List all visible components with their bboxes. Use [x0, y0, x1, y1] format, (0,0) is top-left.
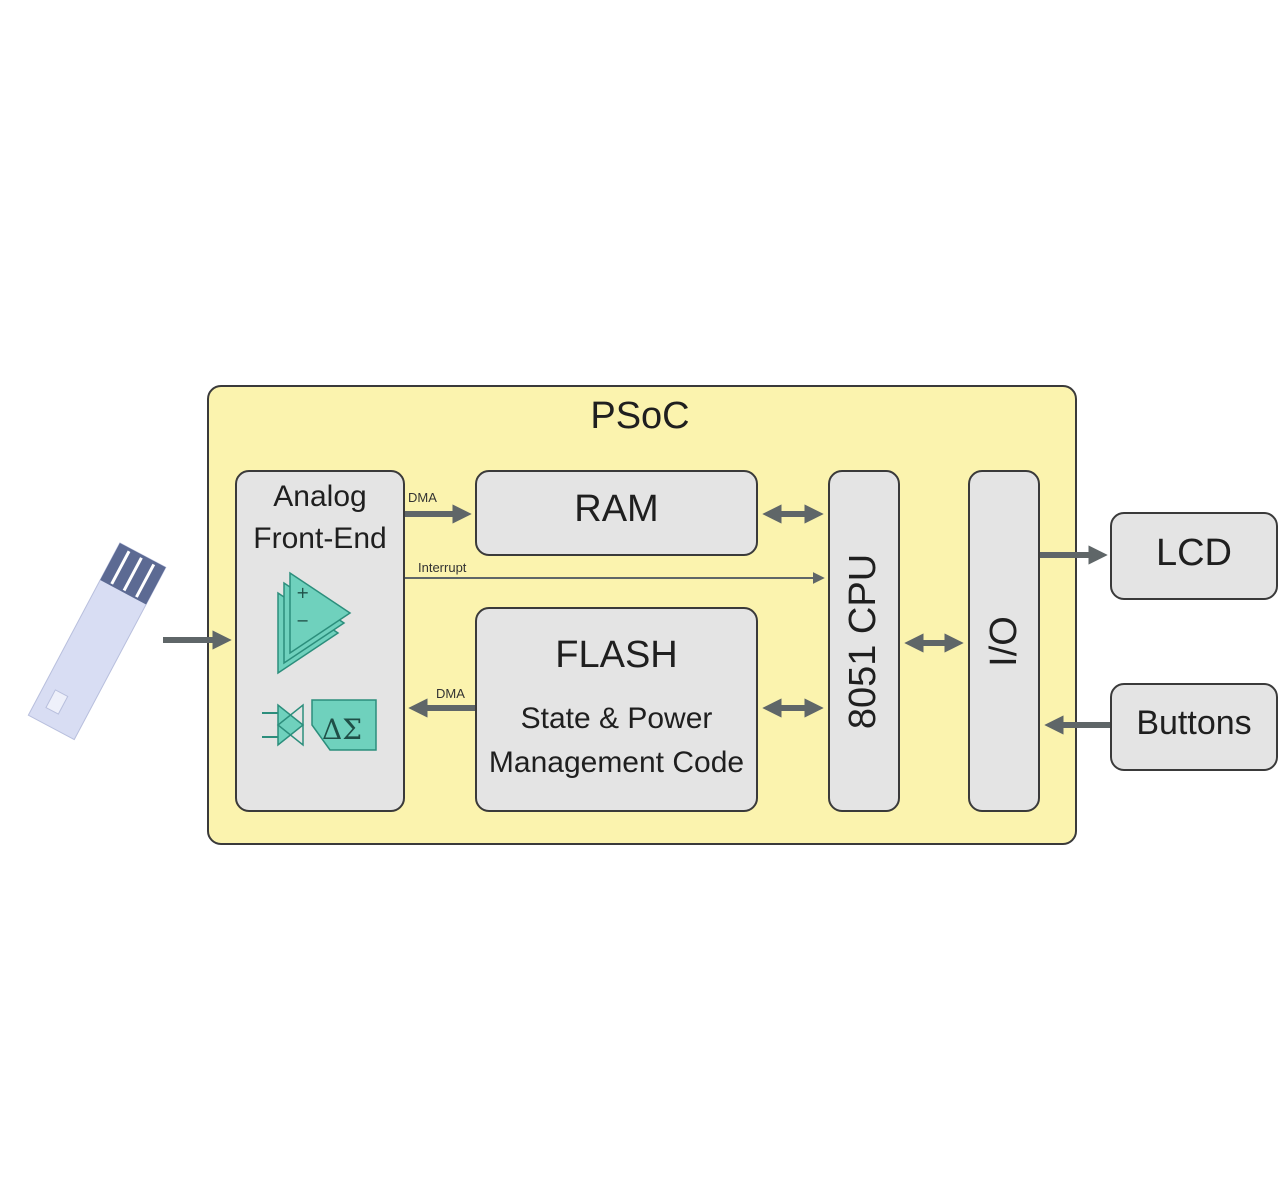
lcd-block [1110, 512, 1278, 600]
cpu-block [828, 470, 900, 812]
psoc-title: PSoC [590, 395, 690, 437]
afe-label-line1: Analog [273, 480, 367, 513]
sigma-delta-label: ΔΣ [322, 713, 362, 746]
buttons-block [1110, 683, 1278, 771]
flash-title: FLASH [555, 634, 678, 676]
flash-line1: State & Power [520, 702, 713, 735]
flash-line2: Management Code [488, 746, 745, 779]
opamp-plus-sign: + [296, 583, 309, 602]
ram-block [475, 470, 758, 556]
sigma-delta-adc-icon: ΔΣ [262, 699, 377, 751]
opamp-minus-sign: − [296, 611, 309, 630]
ram-label: RAM [574, 488, 659, 530]
flash-block [475, 607, 758, 812]
buttons-label: Buttons [1136, 704, 1252, 742]
dma-bottom-label: DMA [436, 686, 465, 701]
afe-label-line2: Front-End [253, 522, 387, 555]
dma-top-label: DMA [408, 490, 437, 505]
interrupt-label: Interrupt [418, 560, 467, 575]
test-strip-icon [27, 542, 167, 741]
lcd-label: LCD [1155, 532, 1233, 574]
io-block [968, 470, 1040, 812]
opamp-stack-icon: + − [277, 571, 352, 675]
